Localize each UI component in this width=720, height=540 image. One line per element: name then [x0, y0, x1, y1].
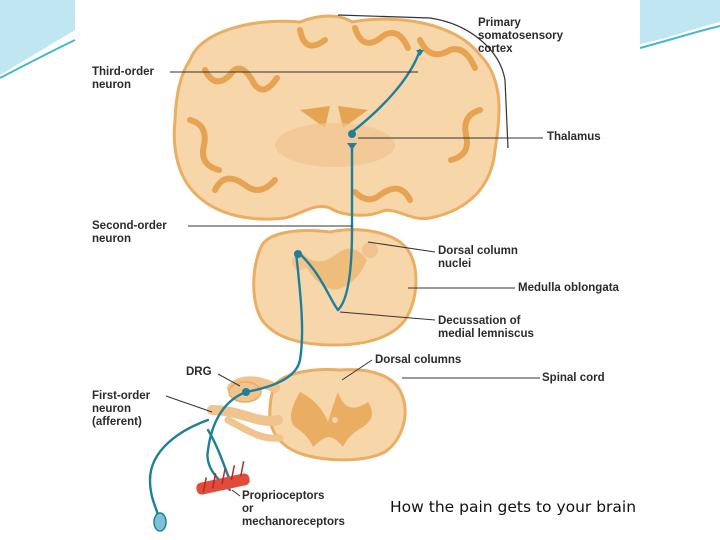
slide-caption: How the pain gets to your brain [390, 498, 637, 516]
cortex-bracket [337, 14, 509, 149]
muscle-spindle-stripes [202, 461, 245, 493]
first-order-neuron-peripheral-2 [148, 418, 210, 524]
spinal-gray-matter [291, 392, 372, 447]
medulla-section [252, 228, 418, 347]
leader-dorsal-column-nuclei [367, 241, 436, 253]
spinal-cord-section [207, 368, 407, 462]
label-dorsal-columns: Dorsal columns [375, 354, 462, 366]
neuron-pathways [148, 48, 422, 524]
label-first-order-neuron: First-order neuron (afferent) [92, 390, 151, 428]
label-medulla-oblongata: Medulla oblongata [518, 282, 619, 294]
third-order-soma [348, 130, 356, 138]
drg-soma [242, 388, 250, 396]
proprioceptor-organ [153, 461, 250, 532]
muscle-spindle [196, 473, 250, 495]
label-third-order-neuron: Third-order neuron [92, 66, 154, 91]
label-decussation: Decussation of medial lemniscus [438, 315, 534, 340]
neuron-terminals [242, 50, 424, 396]
thalamus-region [275, 123, 395, 167]
label-drg: DRG [186, 366, 212, 378]
second-order-neuron-axon [298, 143, 354, 312]
label-spinal-cord: Spinal cord [542, 372, 605, 384]
brain-outline [172, 14, 501, 221]
ventral-root [224, 416, 284, 442]
brain-section [172, 14, 501, 221]
label-second-order-neuron: Second-order neuron [92, 220, 167, 245]
label-proprioceptors: Proprioceptors or mechanoreceptors [242, 490, 345, 528]
leader-decussation [339, 311, 436, 321]
second-order-soma [294, 250, 302, 258]
first-order-neuron-peripheral [206, 390, 248, 492]
leader-lines [165, 71, 543, 497]
third-order-neuron-axon [350, 48, 422, 134]
brain-ventricles [300, 106, 368, 128]
spinal-nerve [207, 405, 283, 426]
mechanoreceptor-capsule [153, 512, 167, 532]
thalamus-terminal [347, 143, 357, 150]
first-order-neuron-central [244, 250, 304, 394]
medulla-right-nucleus [362, 242, 378, 258]
leader-proprioceptors [231, 489, 241, 497]
brain-sulci [187, 25, 483, 203]
leader-dorsal-columns [341, 359, 373, 381]
label-dorsal-column-nuclei: Dorsal column nuclei [438, 245, 518, 270]
cortex-terminal [416, 50, 424, 56]
spinal-central-canal [332, 417, 338, 423]
leader-first-order [165, 395, 213, 413]
label-primary-somatosensory-cortex: Primary somatosensory cortex [478, 17, 564, 55]
leader-drg [217, 373, 241, 387]
label-thalamus: Thalamus [547, 131, 601, 143]
